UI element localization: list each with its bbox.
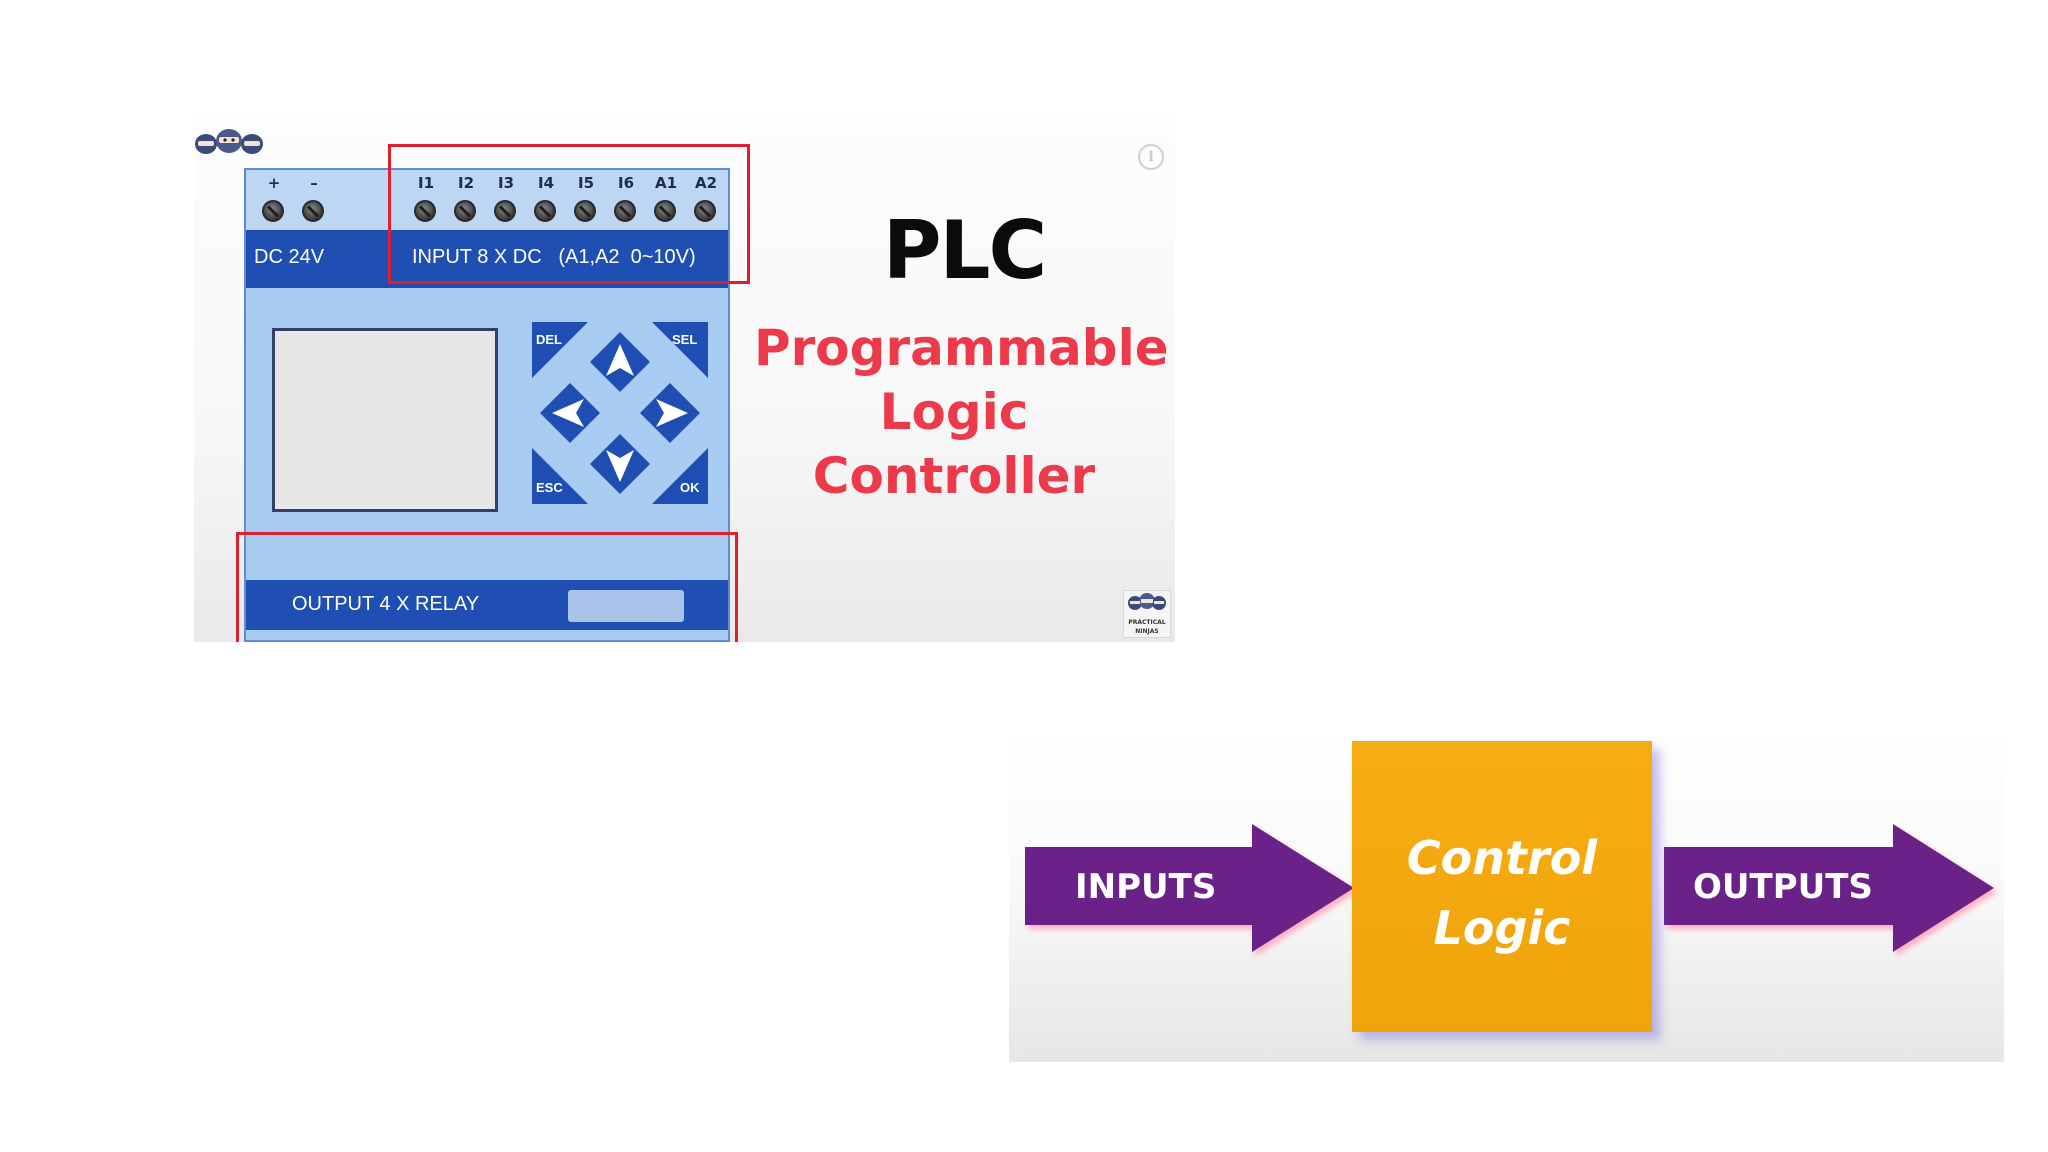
output-band: OUTPUT 4 X RELAY [246,580,728,630]
terminal-label-i2: I2 [457,174,475,192]
plc-device: + – I1 I2 I3 I4 I5 I6 A1 A2 DC 24V INPUT… [244,168,730,642]
terminal-screw [414,200,436,222]
terminal-screw [494,200,516,222]
control-logic-text: Control Logic [1352,823,1652,963]
inputs-arrow [1025,824,1354,952]
subtitle-line: Programmable [754,319,1169,377]
terminal-screw [614,200,636,222]
arrow-left-icon [552,399,584,427]
terminal-screw [574,200,596,222]
input-label: INPUT 8 X DC (A1,A2 0~10V) [412,246,696,268]
terminal-label-i4: I4 [537,174,555,192]
terminal-label-i1: I1 [417,174,435,192]
plc-title: PLC [882,204,1047,297]
relay-indicator [568,590,684,622]
keypad: DEL SEL ESC OK [532,322,708,504]
flow-arrows [1025,824,1994,952]
logic-line: Control [1406,831,1598,885]
terminal-screw [454,200,476,222]
sel-key[interactable] [652,322,708,378]
arrow-right-icon [656,399,688,427]
terminal-label-a2: A2 [694,174,718,192]
input-band: DC 24V INPUT 8 X DC (A1,A2 0~10V) [246,230,728,288]
terminal-label-plus: + [267,174,281,192]
terminal-label-i6: I6 [617,174,635,192]
terminal-label-a1: A1 [654,174,678,192]
esc-key-label: ESC [536,480,563,495]
terminal-label-i5: I5 [577,174,595,192]
keypad-graphic [532,322,708,504]
esc-key[interactable] [532,448,588,504]
ok-key[interactable] [652,448,708,504]
terminal-screw [302,200,324,222]
del-key-label: DEL [536,332,562,347]
input-highlight-box [388,144,750,284]
terminal-label-minus: – [310,174,318,192]
power-label: DC 24V [254,246,325,268]
info-icon[interactable]: i [1138,144,1164,170]
subtitle-line: Controller [812,447,1096,505]
ninja-logo-icon [1128,593,1166,610]
terminal-screw [694,200,716,222]
lcd-screen [272,328,498,512]
output-label: OUTPUT 4 X RELAY [292,593,480,615]
practical-ninjas-logo: PRACTICAL NINJAS [1123,590,1171,638]
inputs-label: INPUTS [1075,867,1217,907]
del-key[interactable] [532,322,588,378]
ok-key-label: OK [680,480,700,495]
terminal-screw [534,200,556,222]
plc-video-frame: i + – I1 I2 I3 I4 I5 I6 A1 A2 DC 24V [194,118,1175,642]
plc-subtitle: Programmable Logic Controller [754,316,1169,508]
subtitle-line: Logic [879,383,1029,441]
outputs-label: OUTPUTS [1693,867,1873,907]
ninja-logo-icon [195,129,263,154]
control-logic-box: Control Logic [1352,741,1652,1032]
arrow-down-icon [606,450,634,482]
outputs-arrow [1664,824,1994,952]
logo-text: NINJAS [1135,628,1159,635]
control-flow-diagram: INPUTS OUTPUTS Control Logic [1009,725,2004,1062]
logo-text: PRACTICAL [1128,619,1166,626]
sel-key-label: SEL [672,332,698,347]
arrow-up-icon [606,344,634,376]
terminal-screw [654,200,676,222]
terminal-screw [262,200,284,222]
terminal-label-i3: I3 [497,174,515,192]
logic-line: Logic [1433,901,1571,955]
output-highlight-box [236,532,738,642]
